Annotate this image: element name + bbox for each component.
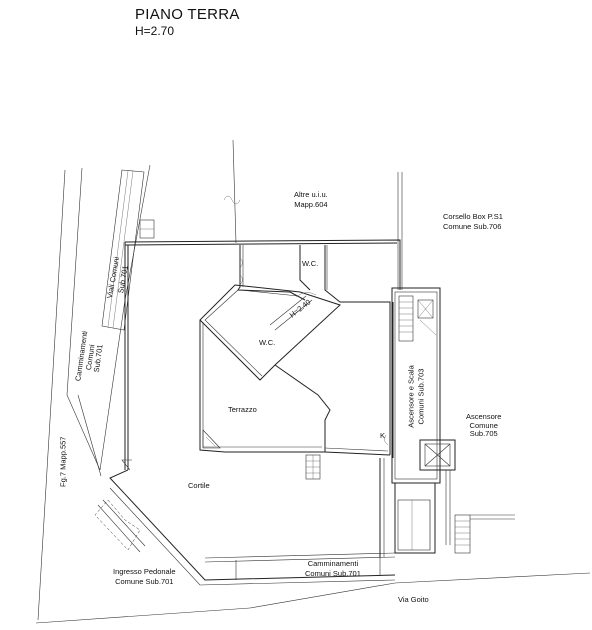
left-boundary-lines <box>37 164 151 621</box>
label-altre-uiu: Altre u.i.u. Mapp.604 <box>294 190 328 209</box>
label-ingresso-pedonale: Ingresso Pedonale Comune Sub.701 <box>113 567 176 586</box>
label-terrazzo: Terrazzo <box>228 405 257 414</box>
stair-lift-core <box>391 287 456 554</box>
floor-height: H=2.70 <box>135 24 175 38</box>
label-fg-mapp: Fg.7 Mapp.557 <box>58 436 68 487</box>
label-via-goito: Via Goito <box>398 595 429 604</box>
label-wc-mid: W.C. <box>259 338 276 347</box>
building-walls <box>124 239 401 480</box>
floor-title: PIANO TERRA <box>135 6 240 23</box>
label-k: K <box>380 431 386 440</box>
viali-comuni-strip <box>101 169 155 331</box>
cortile-boundary <box>94 458 396 586</box>
label-wc-top: W.C. <box>302 259 319 268</box>
label-ascensore-comune: Ascensore Comune Sub.705 <box>466 412 502 438</box>
upper-boundary <box>223 139 403 290</box>
label-ascensore-scala: Ascensore e Scala Comuni Sub.703 <box>406 365 426 428</box>
via-goito-line <box>35 572 591 624</box>
label-corsello-box: Corsello Box P.S1 Comune Sub.706 <box>443 212 503 231</box>
label-cortile: Cortile <box>188 481 210 490</box>
label-camminamenti-bottom: Camminamenti Comuni Sub.701 <box>305 559 361 578</box>
right-steps <box>445 470 515 554</box>
